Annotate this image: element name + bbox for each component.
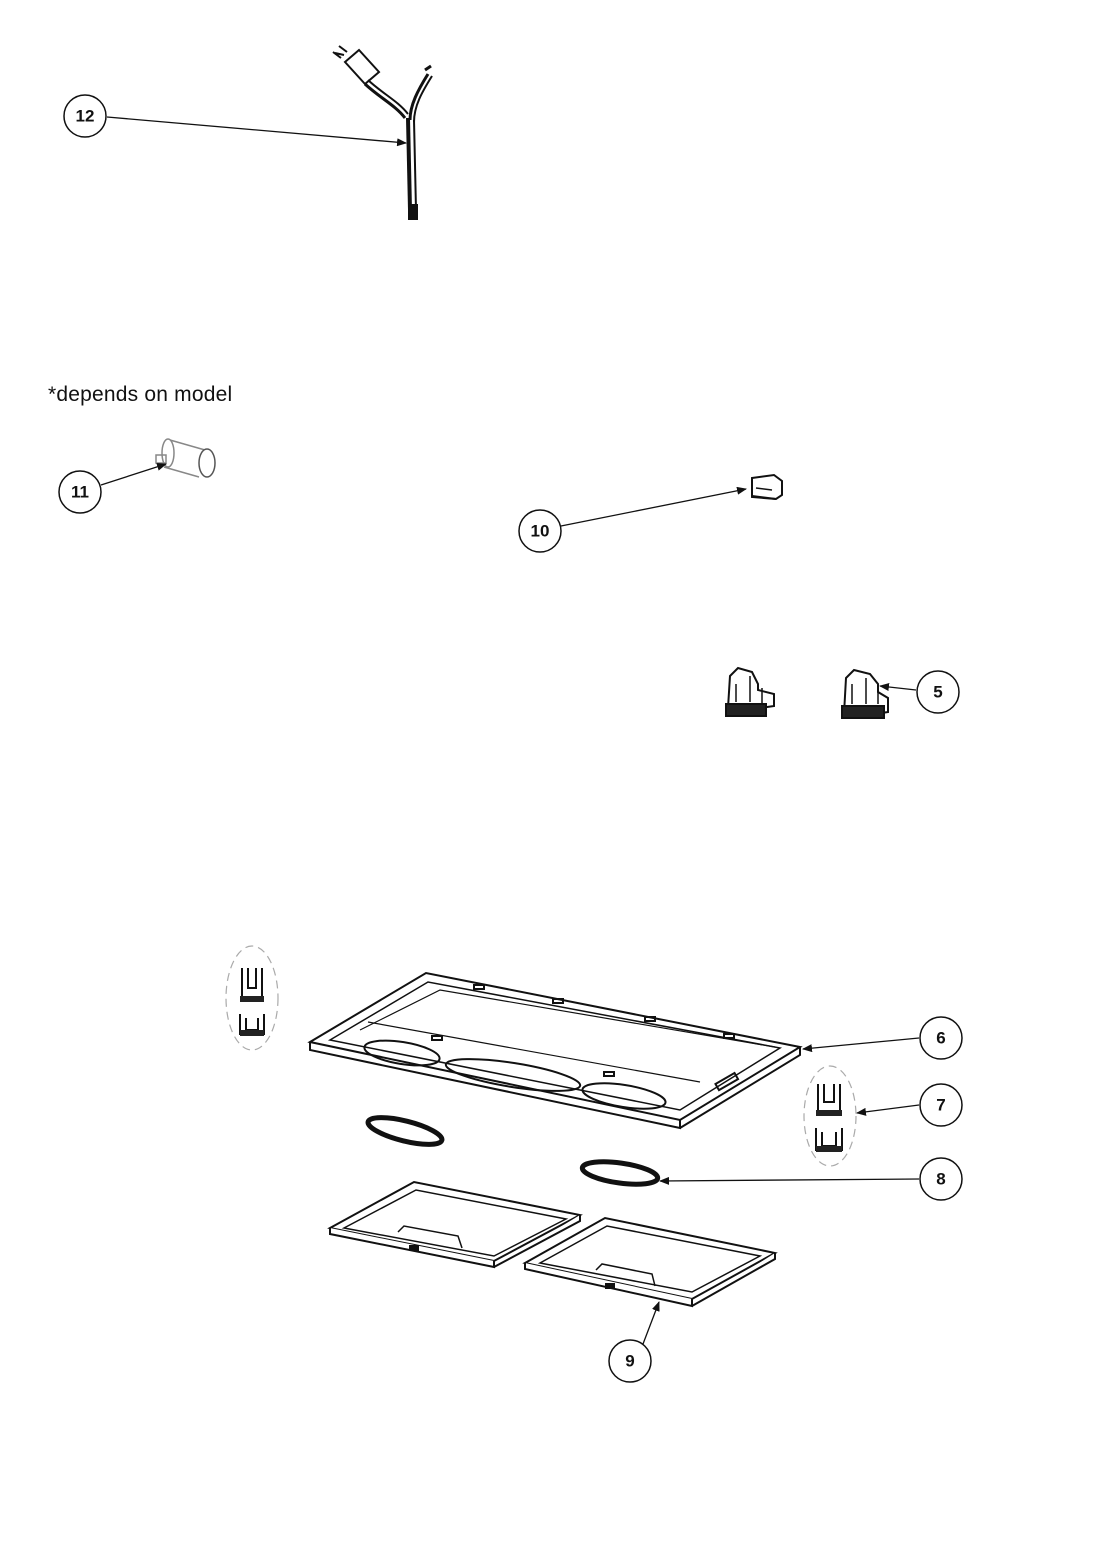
callout-7: 7: [919, 1083, 963, 1127]
callout-8: 8: [919, 1157, 963, 1201]
power-cord-part: [332, 45, 433, 220]
hook-part-right: [803, 1065, 857, 1167]
leader-10: [560, 486, 747, 527]
callout-12: 12: [63, 94, 107, 138]
callout-10: 10: [518, 509, 562, 553]
callout-label-5: 5: [933, 683, 942, 702]
leader-9: [642, 1301, 660, 1345]
callout-label-7: 7: [936, 1096, 945, 1115]
callout-label-10: 10: [531, 522, 550, 541]
callout-6: 6: [919, 1016, 963, 1060]
hook-part-left: [225, 945, 279, 1051]
callout-11: 11: [58, 470, 102, 514]
clip-part-right: [841, 668, 889, 720]
callout-label-9: 9: [625, 1352, 634, 1371]
clip-part-left: [725, 666, 775, 717]
leader-7: [856, 1104, 920, 1116]
bracket-part: [751, 473, 783, 501]
leader-8: [659, 1176, 920, 1185]
model-note: *depends on model: [48, 383, 233, 406]
frame-part: [307, 971, 803, 1130]
callout-9: 9: [608, 1339, 652, 1383]
leader-12: [106, 116, 407, 147]
filter-panel-left: [327, 1180, 583, 1269]
capacitor-part: [155, 438, 216, 478]
callout-label-12: 12: [76, 107, 95, 126]
callout-label-8: 8: [936, 1170, 945, 1189]
gasket-part-left: [365, 1115, 445, 1147]
callout-5: 5: [916, 670, 960, 714]
leader-6: [802, 1037, 920, 1053]
leader-lines: [100, 116, 920, 1345]
leader-11: [100, 462, 167, 486]
callout-label-6: 6: [936, 1029, 945, 1048]
gasket-part-right: [579, 1159, 661, 1187]
filter-panel-right: [522, 1216, 778, 1308]
callout-label-11: 11: [71, 483, 89, 502]
leader-5: [879, 683, 917, 691]
